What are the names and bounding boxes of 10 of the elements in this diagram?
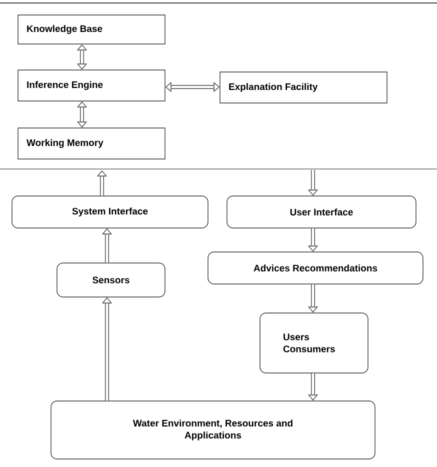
process-box: Sensors — [56, 262, 166, 298]
process-box: Working Memory — [18, 128, 166, 160]
process-box: Users Consumers — [260, 312, 368, 374]
process-box: User Interface — [226, 196, 416, 228]
process-box: Inference Engine — [18, 70, 166, 102]
process-box: System Interface — [12, 196, 208, 228]
process-box: Advices Recommendations — [208, 252, 424, 284]
process-box: Knowledge Base — [18, 14, 166, 44]
process-box: Explanation Facility — [220, 72, 388, 104]
process-box: Water Environment, Resources and Applications — [50, 400, 376, 460]
